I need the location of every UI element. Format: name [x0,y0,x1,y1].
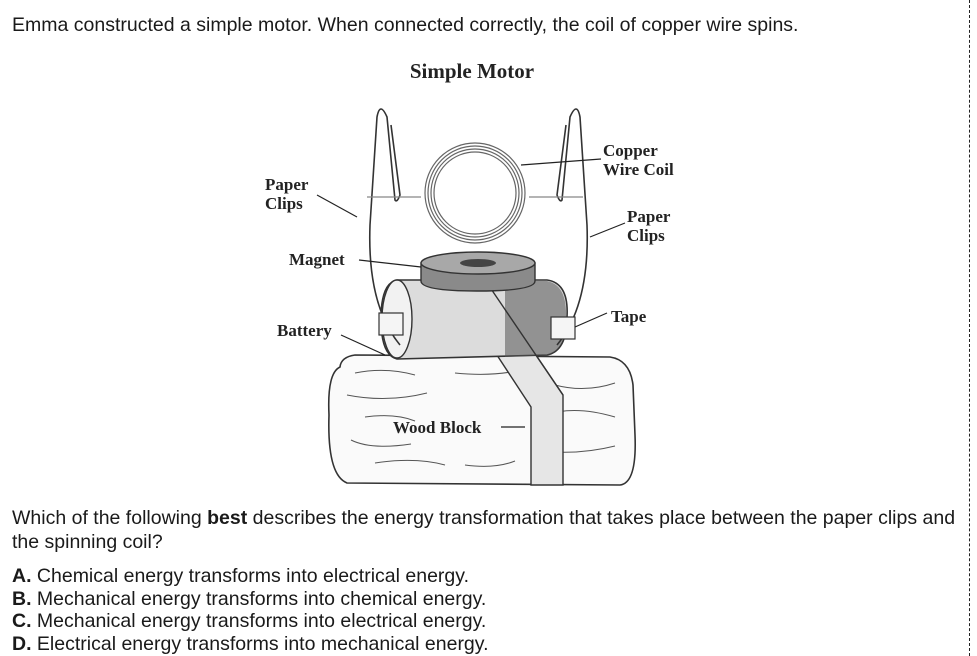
label-paper-clips-left: Paper Clips [265,175,308,213]
label-line: Wire Coil [603,160,674,179]
label-magnet: Magnet [289,250,345,269]
question-part: Which of the following [12,507,208,529]
choice-c[interactable]: C. Mechanical energy transforms into ele… [12,610,489,633]
magnet-drawing [420,251,536,292]
choice-text: Mechanical energy transforms into chemic… [31,587,487,610]
simple-motor-diagram [316,108,637,486]
label-line: Paper [627,207,671,226]
copper-coil-drawing [367,142,583,244]
label-copper-wire-coil: Copper Wire Coil [603,141,674,179]
label-battery: Battery [277,321,332,340]
wood-block-drawing [327,354,637,486]
choice-text: Chemical energy transforms into electric… [31,565,469,587]
intro-text: Emma constructed a simple motor. When co… [12,14,799,36]
question-text: Which of the following best describes th… [12,506,957,554]
paper-clips-drawing [368,108,589,346]
figure-title: Simple Motor [409,59,535,83]
choice-letter: C. [12,610,32,632]
label-tape: Tape [611,307,647,326]
choice-text: Electrical energy transforms into mechan… [31,632,489,655]
label-line: Clips [265,194,303,213]
label-paper-clips-right: Paper Clips [627,207,670,245]
question-part: describes the energy transformation that… [12,507,956,553]
question-emphasis: best [207,507,248,529]
label-line: Clips [627,226,665,245]
label-line: Paper [265,175,309,194]
label-wood-block: Wood Block [393,418,482,437]
answer-choices: A. Chemical energy transforms into elect… [12,565,489,655]
choice-a[interactable]: A. Chemical energy transforms into elect… [12,565,489,588]
choice-letter: D. [12,632,32,655]
choice-letter: A. [12,565,32,587]
label-line: Copper [603,141,658,160]
choice-text: Mechanical energy transforms into electr… [31,610,487,632]
battery-drawing [380,276,568,396]
page-border [969,0,970,656]
choice-letter: B. [12,587,32,610]
choice-d[interactable]: D. Electrical energy transforms into mec… [12,633,489,656]
leader-lines [316,158,626,428]
choice-b[interactable]: B. Mechanical energy transforms into che… [12,588,489,611]
simple-motor-figure: Simple Motor Paper Clips Magnet Battery … [255,55,695,495]
